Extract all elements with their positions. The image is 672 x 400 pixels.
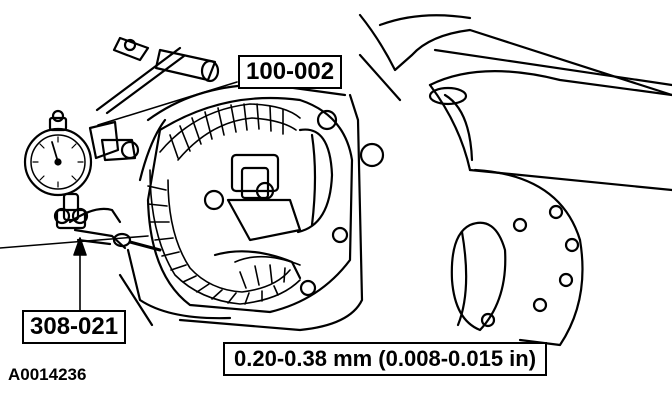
- tool-callout-308-021: 308-021: [22, 310, 127, 344]
- tool-callout-100-002: 100-002: [238, 55, 343, 89]
- ring-gear: [147, 103, 301, 305]
- indicator-plunger: [68, 207, 162, 252]
- backlash-specification-callout: 0.20-0.38 mm (0.008-0.015 in): [223, 342, 548, 376]
- leader-lines: [0, 81, 238, 311]
- dial-indicator-gauge: [23, 109, 93, 230]
- axle-housing: [118, 13, 672, 332]
- figure-id-label: A0014236: [8, 365, 87, 384]
- hub-backing-plate: [450, 168, 584, 347]
- indicator-holder-rod: [88, 36, 220, 162]
- axle-tube: [428, 70, 672, 192]
